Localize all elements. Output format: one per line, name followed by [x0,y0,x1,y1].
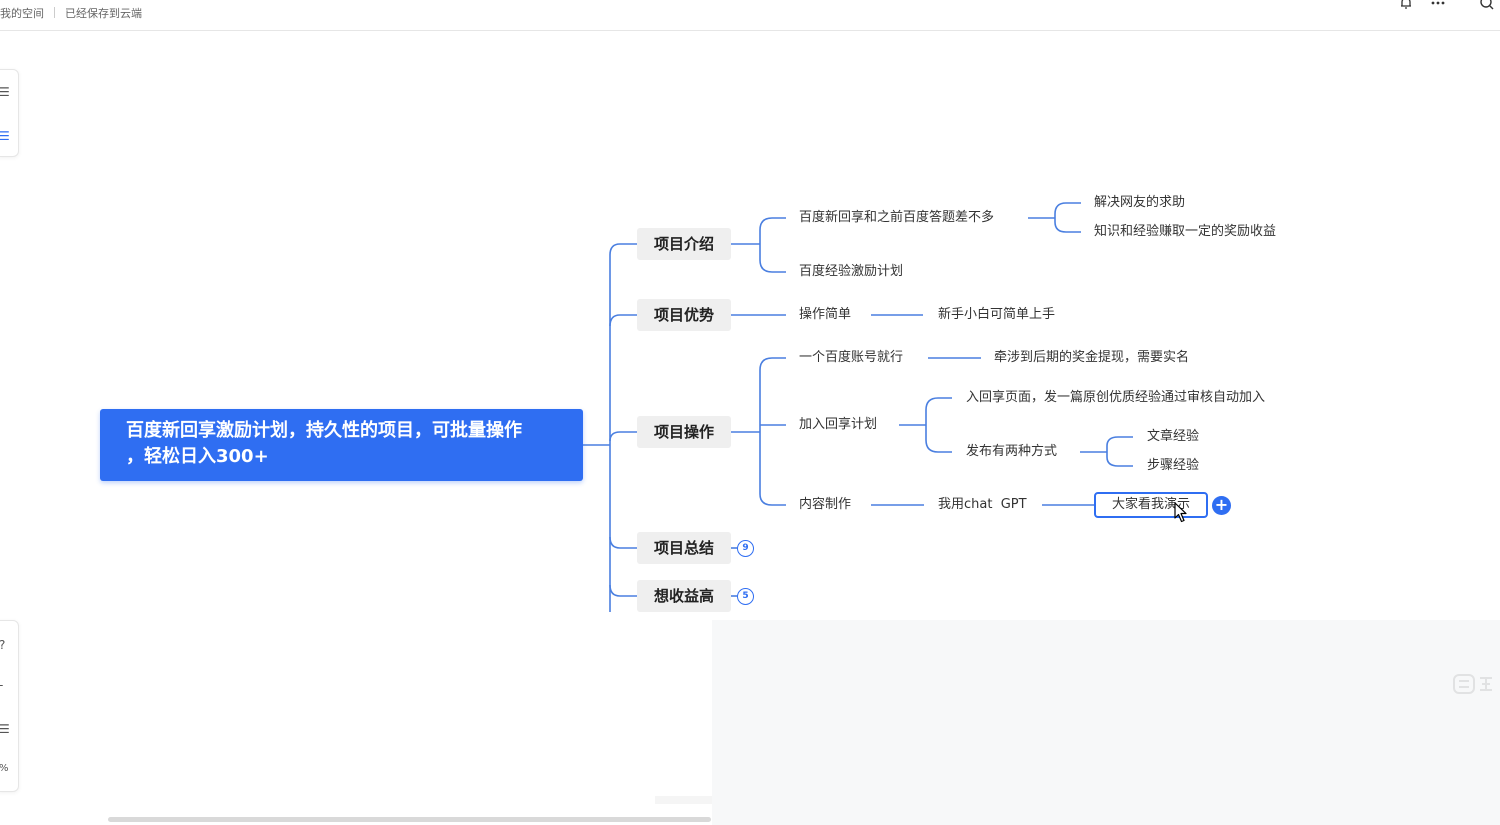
topic-node[interactable]: 操作简单 [799,307,852,322]
zoom-toolbar: ? - ☰ % [0,620,19,792]
topic-node[interactable]: 百度新回享和之前百度答题差不多 [799,210,995,225]
collapsed-count-badge[interactable]: 5 [737,588,754,605]
topic-node[interactable]: 牵涉到后期的奖金提现，需要实名 [994,350,1190,365]
save-status: 已经保存到云端 [65,7,142,20]
mouse-cursor-icon [1174,502,1187,523]
topic-node[interactable]: 新手小白可简单上手 [938,307,1056,322]
bell-icon[interactable] [1397,0,1415,12]
minus-icon[interactable]: - [0,679,3,691]
selected-topic-node[interactable]: 大家看我演示 [1094,492,1208,518]
breadcrumb-divider [54,7,55,18]
topic-intro[interactable]: 项目介绍 [637,228,731,260]
video-overlay-panel [712,620,1500,825]
collapsed-count-badge[interactable]: 9 [737,540,754,557]
top-bar: 我的空间 已经保存到云端 [0,0,1500,31]
more-icon[interactable] [1429,0,1447,12]
zoom-percent-icon[interactable]: % [0,763,9,775]
topic-income[interactable]: 想收益高 [637,580,731,612]
topic-node[interactable]: 发布有两种方式 [966,444,1058,459]
topic-advantage[interactable]: 项目优势 [637,299,731,331]
breadcrumb: 我的空间 已经保存到云端 [0,5,142,21]
add-child-button[interactable]: + [1212,496,1231,515]
menu-icon[interactable]: ☰ [0,722,10,736]
help-icon[interactable]: ? [0,639,5,651]
search-icon[interactable] [1478,0,1496,12]
root-topic-line1: 百度新回享激励计划，持久性的项目，可批量操作 [126,420,522,441]
topic-node[interactable]: 加入回享计划 [799,417,878,432]
topic-node[interactable]: 百度经验激励计划 [799,264,904,279]
scrollbar-track [655,796,712,804]
topic-node[interactable]: 一个百度账号就行 [799,350,904,365]
topic-summary[interactable]: 项目总结 [637,532,731,564]
topic-node[interactable]: 文章经验 [1147,429,1200,444]
topic-node[interactable]: 我用chat GPT [938,497,1027,512]
root-topic-line2: ，轻松日入300+ [126,446,269,467]
location-link[interactable]: 我的空间 [0,7,44,20]
watermark-logo-icon [1453,674,1492,694]
topic-node[interactable]: 知识和经验赚取一定的奖励收益 [1094,224,1277,239]
topic-node[interactable]: 步骤经验 [1147,458,1200,473]
topic-node[interactable]: 入回享页面，发一篇原创优质经验通过审核自动加入 [966,390,1266,405]
topic-node[interactable]: 解决网友的求助 [1094,195,1186,210]
list-icon[interactable]: ☰ [0,129,10,143]
outline-toolbar: ☰ ☰ [0,69,19,157]
topic-operation[interactable]: 项目操作 [637,416,731,448]
outline-icon[interactable]: ☰ [0,85,10,99]
topic-node[interactable]: 内容制作 [799,497,852,512]
root-topic[interactable]: 百度新回享激励计划，持久性的项目，可批量操作 ，轻松日入300+ [100,409,583,481]
horizontal-scrollbar[interactable] [108,817,711,822]
